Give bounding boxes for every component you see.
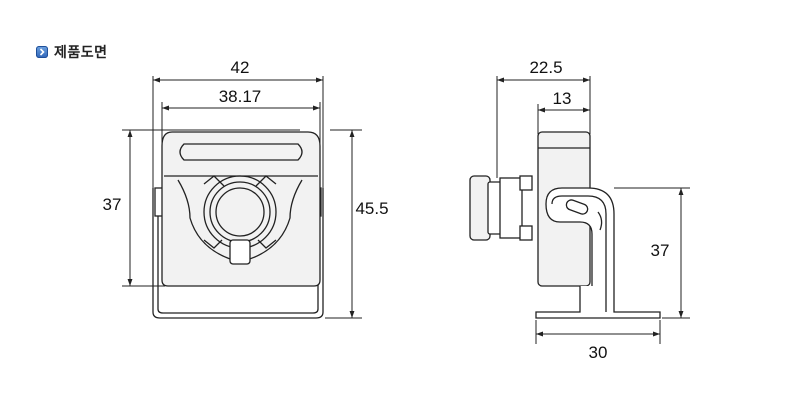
dim-label-45-5: 45.5 [355,199,388,218]
dim-label-37-front: 37 [103,195,122,214]
dim-label-30: 30 [589,343,608,362]
front-slot [179,143,303,161]
dim-label-13: 13 [553,89,572,108]
side-bracket-slot [565,199,589,215]
dim-label-37-side: 37 [651,241,670,260]
side-lens-cap [469,175,491,241]
dim-label-38-17: 38.17 [219,87,262,106]
side-lens-collar [499,177,523,239]
dim-label-42: 42 [231,58,250,77]
side-bracket [535,187,661,319]
front-view [152,131,324,319]
front-lens-inner [215,187,265,237]
side-view [469,131,661,319]
chevron-right-icon [36,46,48,58]
section-header: 제품도면 [36,42,108,62]
front-dimensions [122,76,362,319]
dim-label-22-5: 22.5 [529,58,562,77]
side-dimensions [496,76,690,344]
section-title: 제품도면 [54,44,108,60]
front-bracket [152,188,324,319]
front-lens-foot [229,239,251,265]
